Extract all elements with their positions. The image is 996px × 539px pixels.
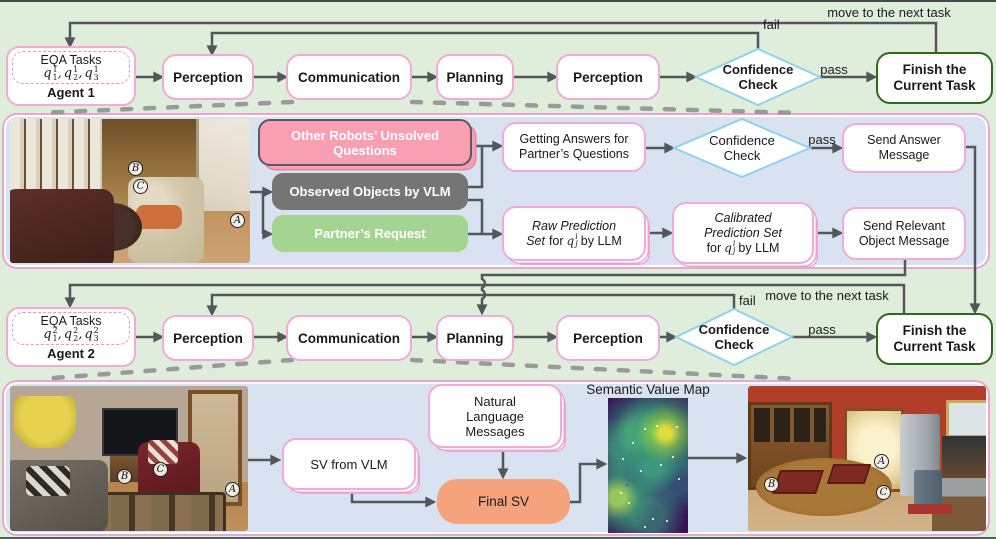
calibrated-line2: Prediction Set: [704, 225, 782, 240]
nl-messages-box: Natural Language Messages: [428, 384, 562, 448]
scene3-badge-c: C: [876, 485, 891, 500]
pass-label-comm: pass: [808, 132, 836, 147]
eqa-title-2: EQA Tasks: [40, 314, 102, 328]
zoom-link-agent2-right: [409, 357, 803, 382]
photo2-lamp: [14, 396, 76, 448]
scene-photo-agent2: B C A: [10, 386, 248, 531]
move-next-label-1: move to the next task: [827, 5, 951, 20]
agent1-label: Agent 1: [47, 85, 95, 100]
fail-label-1: fail: [763, 17, 780, 32]
arrow-finalsv-heatmap: [570, 458, 608, 504]
line-move-next-2: [64, 283, 906, 313]
move-next-label-2: move to the next task: [755, 289, 899, 303]
confidence-check-text-comm: Confidence Check: [709, 133, 775, 163]
scene2-badge-b: B: [117, 469, 132, 484]
line-sendanswer-finish2: [966, 145, 981, 315]
confidence-check-text-2: Confidence Check: [698, 322, 770, 352]
sv-from-vlm-box: SV from VLM: [282, 438, 416, 490]
semantic-value-map-title: Semantic Value Map: [586, 382, 710, 397]
photo3-counter-window: [946, 400, 986, 438]
photo2-check-pillow: [26, 466, 70, 496]
eqa-title-1: EQA Tasks: [40, 53, 102, 67]
observed-objects-box: Observed Objects by VLM: [272, 173, 468, 210]
perception-box-2b: Perception: [556, 315, 660, 361]
pass-label-1: pass: [820, 62, 848, 77]
confidence-check-text-1: Confidence Check: [722, 62, 794, 92]
raw-prediction-line1: Raw Prediction: [531, 218, 617, 233]
scene3-badge-a: A: [874, 454, 889, 469]
send-answer-box: Send Answer Message: [842, 123, 966, 173]
photo1-leather-sofa: [10, 189, 114, 263]
planning-box-2: Planning: [436, 315, 514, 361]
heatmap-sample-dots: [644, 428, 647, 431]
line-sendobject-planning2: [476, 260, 907, 316]
scene-photo-agent1: B C A: [10, 119, 250, 263]
zoom-link-agent2-left: [37, 357, 295, 382]
zoom-link-agent1-right: [409, 99, 803, 116]
scene-photo-kitchen: A B C: [748, 386, 986, 531]
scene1-badge-c: C: [133, 179, 148, 194]
scene3-badge-b: B: [764, 477, 779, 492]
scene1-badge-a: A: [230, 213, 245, 228]
finish-task-box-1: Finish the Current Task: [876, 52, 993, 104]
scene1-badge-b: B: [128, 161, 143, 176]
zoom-link-agent1-left: [37, 99, 295, 116]
arrow-sv-finalsv: [350, 490, 437, 508]
line-observed-down: [468, 198, 484, 234]
photo3-hutch-glass: [754, 408, 826, 442]
finish-task-box-2: Finish the Current Task: [876, 313, 993, 365]
line-observed-up: [468, 147, 484, 189]
partner-request-box: Partner’s Request: [272, 215, 468, 252]
scene2-badge-c: C: [153, 462, 168, 477]
line-fail-1: [206, 31, 760, 57]
fail-label-2: fail: [739, 293, 756, 308]
calibrated-line1: Calibrated: [714, 210, 772, 225]
photo3-red-mat: [908, 504, 952, 514]
photo1-orange-pillow: [136, 205, 182, 229]
communication-box-1: Communication: [286, 54, 412, 100]
confidence-diamond-agent2: [673, 307, 795, 367]
photo3-trash-bin: [914, 470, 942, 508]
perception-box-1b: Perception: [556, 54, 660, 100]
planning-box-1: Planning: [436, 54, 514, 100]
agent2-label: Agent 2: [47, 346, 95, 361]
photo3-placemat-1: [772, 470, 824, 494]
final-sv-box: Final SV: [437, 479, 570, 524]
other-robots-questions-box: Other Robots’ Unsolved Questions: [258, 119, 472, 166]
send-object-box: Send Relevant Object Message: [842, 207, 966, 260]
photo3-placemat-2: [826, 464, 872, 484]
perception-box-2a: Perception: [162, 315, 254, 361]
line-move-next-1: [64, 21, 938, 52]
getting-answers-box: Getting Answers for Partner’s Questions: [502, 122, 646, 172]
scene2-badge-a: A: [225, 482, 240, 497]
line-fail-2: [206, 293, 736, 317]
pass-label-2: pass: [808, 322, 836, 337]
perception-box-1a: Perception: [162, 54, 254, 100]
communication-box-2: Communication: [286, 315, 412, 361]
semantic-value-map-heatmap: [608, 398, 688, 533]
confidence-diamond-comm: [671, 117, 813, 179]
photo3-counter: [942, 436, 986, 482]
confidence-diamond-agent1: [693, 47, 823, 107]
photo2-quilt: [148, 440, 178, 464]
